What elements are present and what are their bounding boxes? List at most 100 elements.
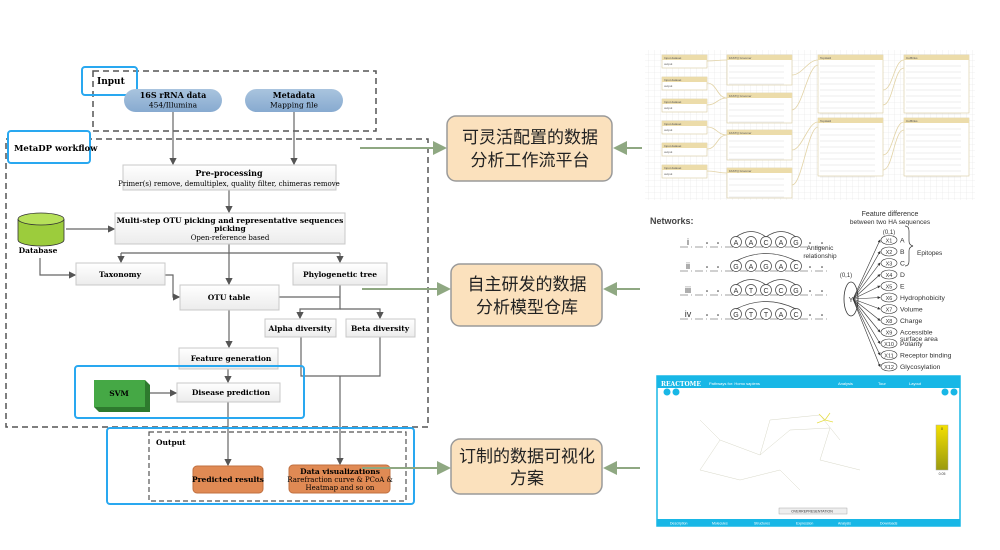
feature-box-workflow-platform: 可灵活配置的数据 分析工作流平台 [446,115,613,182]
reactome-tour-button[interactable]: Tour [878,381,886,386]
feature-node [880,246,898,257]
reactome-tab[interactable]: Molecules [712,522,728,526]
feature-node-label: X3 [886,261,893,267]
galaxy-node-title: Input dataset [664,100,682,104]
galaxy-node-title: FASTQ Groomer [729,56,752,60]
rrna-title: 16S rRNA data [140,90,207,100]
feature-node-label: X11 [884,353,893,359]
galaxy-node-title: Input dataset [664,144,682,148]
feature-node-label: X7 [886,307,893,313]
feature-difference-subtitle: between two HA sequences [850,219,931,226]
nucleotide-label: C [793,312,798,319]
pathway-overview [699,414,861,491]
nucleotide-node [760,284,772,296]
feature-name: Charge [900,318,923,325]
rrna-sub: 454/Illumina [149,101,198,110]
nucleotide-node [790,308,802,320]
reactome-tab[interactable]: Structures [754,522,770,526]
scale-bottom: 0.05 [939,472,946,476]
interaction-arc [765,231,797,238]
reactome-logo: REACTOME [661,381,701,388]
nucleotide-node [790,260,802,272]
feature-node [880,338,898,349]
nucleotide-label: G [793,288,798,295]
interaction-arc [735,279,767,286]
galaxy-node-title: FASTQ Groomer [729,169,752,173]
feature-node [880,350,898,360]
feature-node-label: X2 [886,250,893,256]
workflow-label: MetaDP workflow [14,144,98,154]
nucleotide-node [730,284,742,296]
phylogenetic-tree-step [292,262,388,286]
nucleotide-label: T [764,312,769,319]
predicted-results-label: Predicted results [192,475,264,484]
disease-prediction-step [176,382,281,403]
dataviz-line1: Rarefraction curve & PCoA & [287,476,392,484]
alpha-diversity-step [264,318,337,338]
network-row-label: i [687,237,689,247]
feature-node-label: X9 [886,330,893,336]
reactome-tab[interactable]: Downloads [880,522,898,526]
feature-node [880,327,898,337]
nucleotide-label: A [779,264,784,271]
galaxy-node-title: FASTQ Groomer [729,94,752,98]
nucleotide-label: A [734,240,739,247]
reactome-overview-label: OVERREPRESENTATION [791,510,833,514]
feature-box-model-repository: 自主研发的数据 分析模型仓库 [450,263,603,327]
otu-table-step [179,284,280,311]
galaxy-node-output: output [664,62,673,66]
feature-node-label: X12 [884,365,894,371]
workflow-label-box [7,130,91,164]
reactome-tab[interactable]: Expression [796,522,813,526]
feature-difference-title: Feature difference [862,211,919,218]
metadata-sub: Mapping file [270,101,319,110]
output-label: Output [156,438,186,447]
reactome-layout-button[interactable]: Layout [909,381,922,386]
alpha-diversity-label: Alpha diversity [268,324,333,333]
nucleotide-label: G [793,240,798,247]
predicted-results-node [192,465,264,494]
reactome-tab[interactable]: Description [670,522,688,526]
antigenic-label-2: relationship [803,253,837,260]
feature-1-line2: 分析工作流平台 [471,151,590,171]
nucleotide-label: A [749,264,754,271]
reactome-screenshot: REACTOME Pathways for: Homo sapiens Anal… [656,375,961,527]
y-node-label: Y [849,297,854,304]
reactome-tab[interactable]: Analysis [838,522,851,526]
galaxy-node-output: output [664,128,673,132]
beta-diversity-step [345,318,416,338]
network-row-label: iii [685,285,691,295]
galaxy-node-output: output [664,106,673,110]
nucleotide-node [775,236,787,248]
antigenic-label: Antigenic [807,245,834,252]
reactome-analysis-button[interactable]: Analysis [838,381,853,386]
nucleotide-node [745,236,757,248]
otu-picking-step [114,212,346,245]
nucleotide-node [790,236,802,248]
preprocessing-sub: Primer(s) remove, demultiplex, quality f… [118,180,340,188]
nucleotide-node [775,260,787,272]
nucleotide-node [745,308,757,320]
output-region [148,431,407,502]
feature-node [880,361,898,372]
nucleotide-label: G [763,264,768,271]
dataviz-title: Data visualizations [300,467,380,476]
nucleotide-node [775,308,787,320]
feature-3-line2: 方案 [510,469,544,489]
otu-picking-sub: Open-reference based [191,234,270,242]
disease-prediction-label: Disease prediction [192,388,271,397]
nucleotide-node [760,260,772,272]
galaxy-node-title: Cufflinks [906,56,918,60]
feature-node [880,281,898,291]
feature-node [880,235,898,245]
nucleotide-node [730,260,742,272]
feature-arrows [360,141,642,475]
nucleotide-node [745,284,757,296]
metadata-node [245,89,343,112]
feature-3-line1: 订制的数据可视化 [459,447,595,467]
feature-node-label: X4 [886,273,893,279]
galaxy-node-title: Input dataset [664,122,682,126]
epitopes-label: Epitopes [917,250,943,257]
